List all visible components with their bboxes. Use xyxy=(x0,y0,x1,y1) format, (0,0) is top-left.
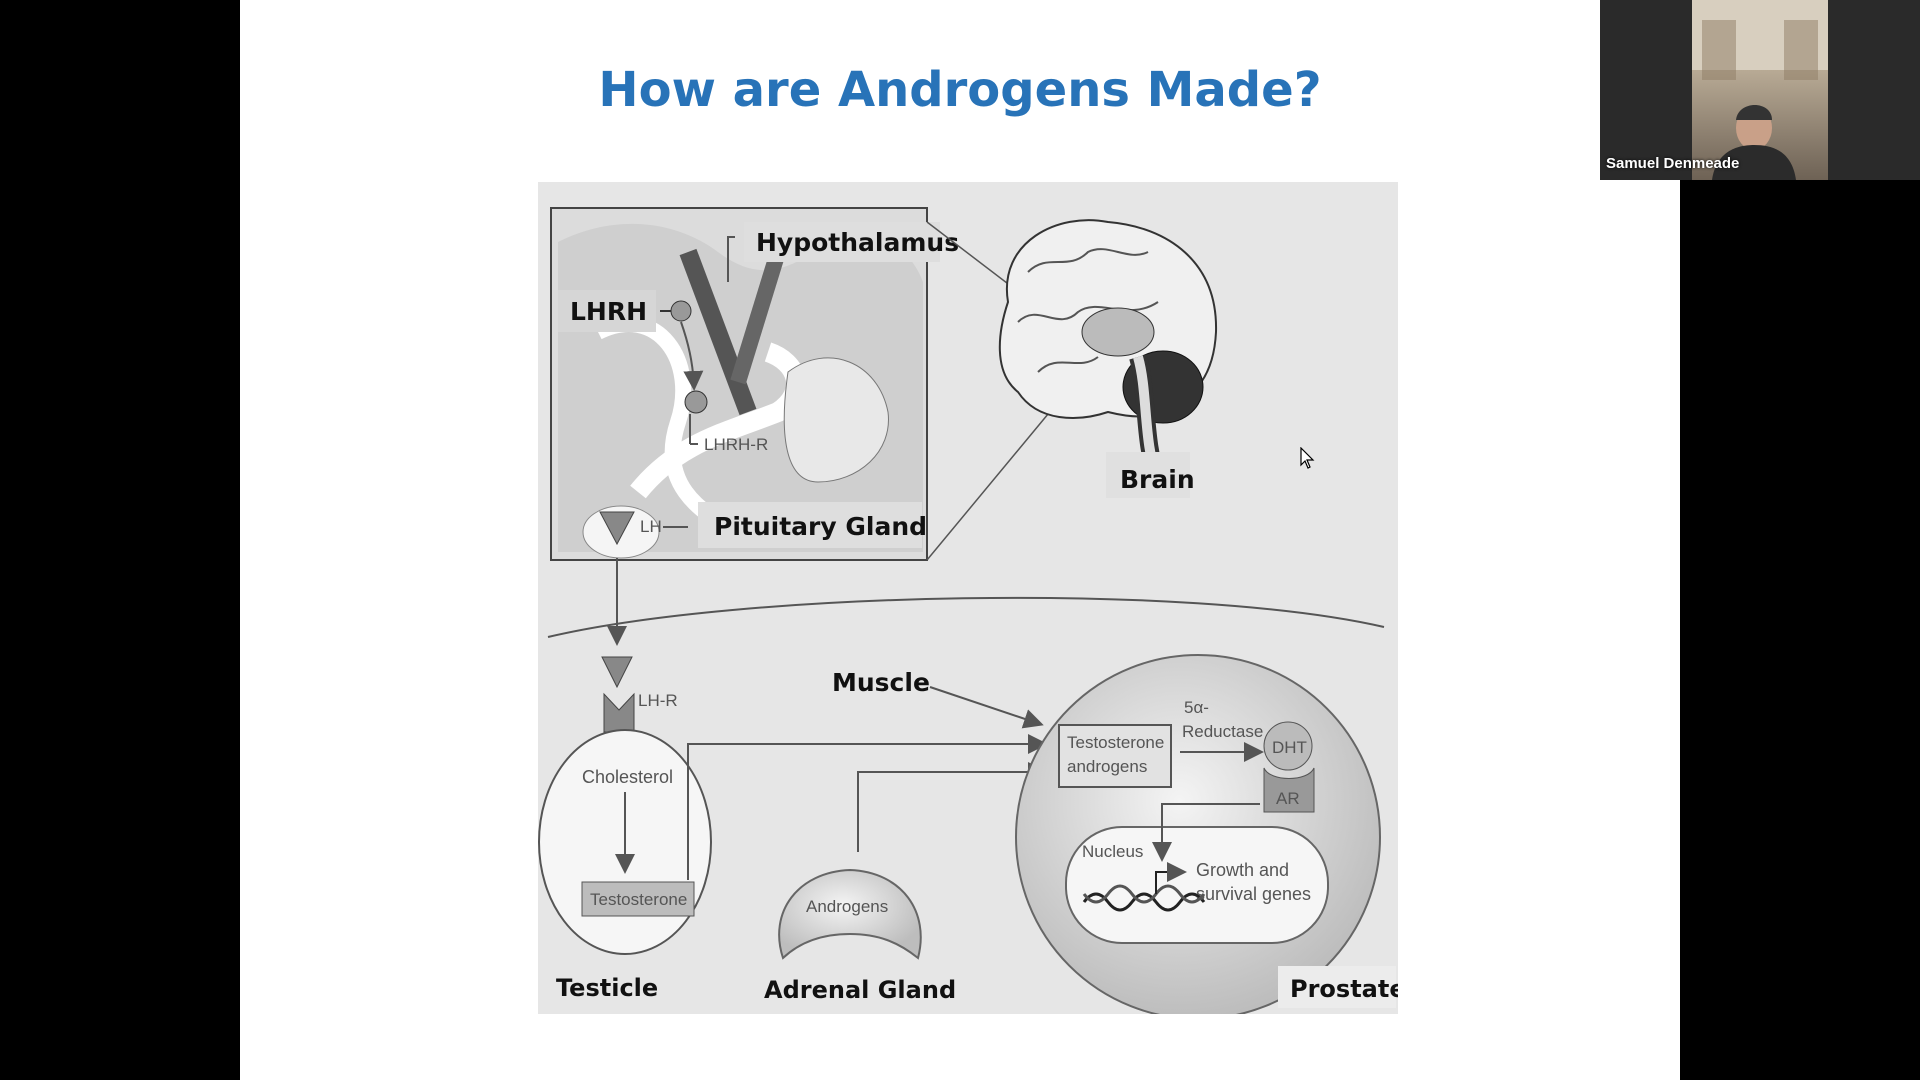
testicle-label: Testicle xyxy=(556,974,658,1002)
brain-inset-panel: Hypothalamus LHRH LHRH-R LH Pituitary Gl… xyxy=(550,207,959,561)
prostate-label: Prostate xyxy=(1290,975,1398,1003)
mouse-cursor-icon xyxy=(1300,446,1316,476)
pituitary-gland-label: Pituitary Gland xyxy=(714,512,927,541)
adrenal-gland-illustration: Androgens Adrenal Gland xyxy=(764,762,1048,1004)
person-silhouette-icon xyxy=(1692,0,1828,180)
lhrh-r-label: LHRH-R xyxy=(704,435,768,454)
growth-line2: survival genes xyxy=(1196,884,1311,904)
reductase-line1: 5α- xyxy=(1184,698,1209,717)
brain-label: Brain xyxy=(1120,465,1195,494)
participant-name: Samuel Denmeade xyxy=(1606,155,1740,172)
participant-video-tile[interactable]: Samuel Denmeade xyxy=(1600,0,1920,180)
testicle-illustration: LH-R Cholesterol Testosterone Testicle xyxy=(538,656,712,1002)
dna-icon xyxy=(1082,892,1206,912)
androgens-label: Androgens xyxy=(806,897,888,916)
prostate-illustration: Testosterone androgens 5α- Reductase DHT… xyxy=(1015,654,1398,1014)
androgen-receptor-icon xyxy=(1263,767,1315,813)
reductase-line2: Reductase xyxy=(1182,722,1263,741)
lh-label: LH xyxy=(640,517,662,536)
lh-receptor-icon xyxy=(603,692,635,733)
testosterone-androgens-line1: Testosterone xyxy=(1067,733,1164,752)
androgen-production-diagram: Hypothalamus LHRH LHRH-R LH Pituitary Gl… xyxy=(538,182,1398,1014)
lhrh-receptor-icon xyxy=(684,390,708,414)
participant-video-feed xyxy=(1692,0,1828,180)
lh-ligand-icon xyxy=(601,656,633,689)
slide-title: How are Androgens Made? xyxy=(598,62,1322,118)
ar-label: AR xyxy=(1276,789,1300,808)
lhrh-neuron-icon xyxy=(670,300,692,322)
testosterone-androgens-line2: androgens xyxy=(1067,757,1147,776)
adrenal-gland-label: Adrenal Gland xyxy=(764,976,956,1004)
presentation-slide: How are Androgens Made? xyxy=(240,0,1680,1080)
hypothalamus-label: Hypothalamus xyxy=(756,228,959,257)
body-outline xyxy=(547,596,1385,638)
cholesterol-label: Cholesterol xyxy=(582,767,673,787)
growth-line1: Growth and xyxy=(1196,860,1289,880)
testosterone-label: Testosterone xyxy=(590,890,687,909)
lh-triangle-icon xyxy=(599,511,635,546)
muscle-label: Muscle xyxy=(832,668,930,697)
dht-molecule-icon xyxy=(1263,721,1313,771)
lh-r-label: LH-R xyxy=(638,691,678,710)
brain-illustration: Brain xyxy=(998,219,1218,498)
dht-label: DHT xyxy=(1272,738,1307,757)
diagram-svg: Hypothalamus LHRH LHRH-R LH Pituitary Gl… xyxy=(538,207,1398,1014)
lhrh-label: LHRH xyxy=(570,297,647,326)
nucleus-label: Nucleus xyxy=(1082,842,1143,861)
